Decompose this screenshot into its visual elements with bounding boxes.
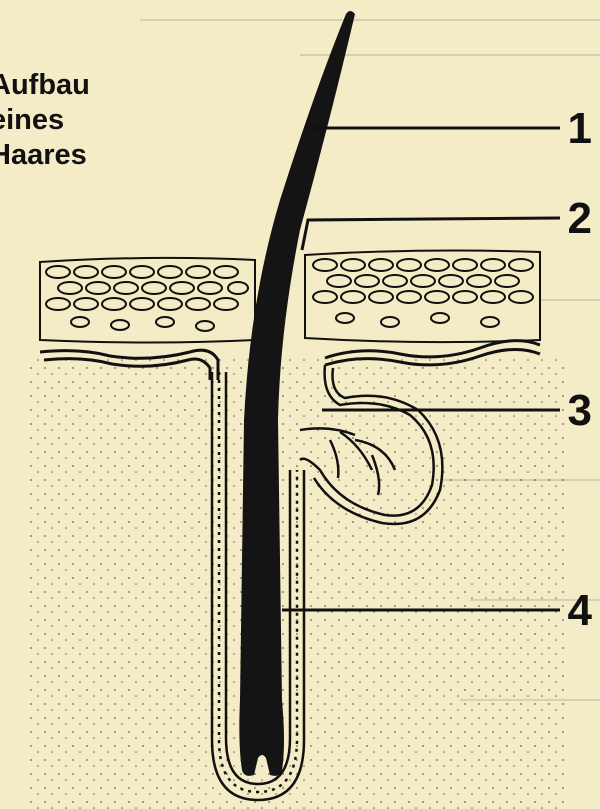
title-line-2: eines (0, 103, 90, 138)
callout-number-3: 3 (568, 386, 592, 436)
callout-number-4: 4 (568, 586, 592, 636)
callout-number-2: 2 (568, 194, 592, 244)
dermis-layer (25, 355, 565, 809)
title-line-1: Aufbau (0, 68, 90, 103)
epidermis-cells-left (40, 258, 255, 343)
callout-line-2 (302, 218, 560, 250)
title-line-3: Haares (0, 138, 90, 173)
epidermis-cells-right (305, 251, 540, 343)
callout-number-1: 1 (568, 104, 592, 154)
diagram-title: Aufbau eines Haares (0, 68, 90, 173)
